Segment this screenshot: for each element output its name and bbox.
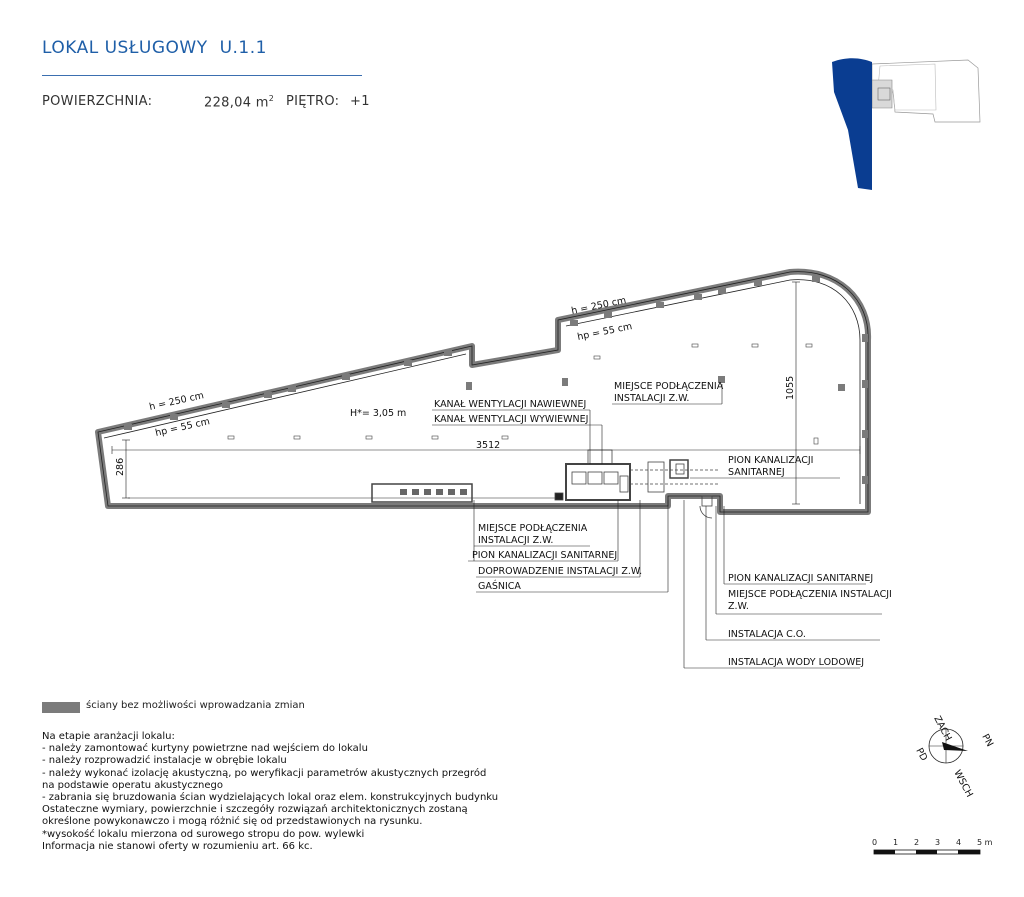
- label-instalacja-co: INSTALACJA C.O.: [728, 629, 806, 640]
- label-miejsce-zw-top-2: INSTALACJI Z.W.: [614, 393, 689, 404]
- compass-needle: [942, 742, 968, 751]
- ceiling-fixtures: [227, 343, 819, 445]
- unit-code: U.1.1: [219, 38, 267, 58]
- area-value-text: 228,04 m: [204, 95, 269, 111]
- compass: ZACH PN WSCH PD: [913, 714, 995, 799]
- label-miejsce-zw-top-1: MIEJSCE PODŁĄCZENIA: [614, 381, 724, 392]
- label-miejsce-zw-bottom-2: INSTALACJI Z.W.: [478, 535, 553, 546]
- scale-tick-0: 0: [872, 838, 878, 847]
- zw-connection-marker: [718, 376, 725, 383]
- label-pion-kan-right: PION KANALIZACJI SANITARNEJ: [728, 573, 873, 584]
- label-pion-kan-top-2: SANITARNEJ: [728, 467, 785, 478]
- scale-tick-5: 5 m: [977, 838, 993, 847]
- height-note-right-hp: hp = 55 cm: [576, 321, 633, 343]
- dimension-lines: [111, 281, 861, 505]
- label-kanal-wywiewny: KANAŁ WENTYLACJI WYWIEWNEJ: [434, 414, 588, 425]
- scale-tick-1: 1: [893, 838, 899, 847]
- services-core: [554, 449, 720, 519]
- label-pion-kan-bottom: PION KANALIZACJI SANITARNEJ: [472, 550, 617, 561]
- note-line: - należy rozprowadzić instalacje w obręb…: [42, 755, 287, 767]
- note-line: Na etapie aranżacji lokalu:: [42, 731, 175, 742]
- column-marker: [838, 384, 845, 391]
- label-miejsce-zw-bottom-1: MIEJSCE PODŁĄCZENIA: [478, 523, 588, 534]
- page-title: LOKAL USŁUGOWY U.1.1: [42, 38, 267, 58]
- bench: [371, 483, 473, 503]
- compass-north: ZACH: [931, 714, 953, 743]
- legend-wall-swatch: [42, 702, 80, 713]
- dim-width-left: 286: [115, 458, 126, 476]
- floor-value: +1: [350, 94, 370, 109]
- note-line: - zabrania się bruzdowania ścian wydziel…: [42, 792, 499, 804]
- note-line: Informacja nie stanowi oferty w rozumien…: [42, 840, 313, 852]
- label-instalacja-wody: INSTALACJA WODY LODOWEJ: [728, 657, 864, 668]
- title-divider: [42, 75, 362, 76]
- label-miejsce-right-2: Z.W.: [728, 601, 749, 612]
- dim-depth-right: 1055: [785, 376, 796, 400]
- note-line: określone powykonawczo i mogą różnić się…: [42, 816, 423, 828]
- compass-west: PD: [913, 746, 929, 763]
- scale-tick-3: 3: [935, 838, 941, 847]
- note-line: na podstawie operatu akustycznego: [42, 779, 224, 791]
- area-unit-sup: 2: [268, 94, 275, 103]
- note-line: - należy wykonać izolację akustyczną, po…: [42, 767, 487, 779]
- scale-bar: [873, 849, 981, 855]
- legend-wall-text: ściany bez możliwości wprowadzania zmian: [86, 700, 305, 711]
- note-line: - należy zamontować kurtyny powietrzne n…: [42, 743, 368, 755]
- area-value: 228,04 m2: [204, 94, 274, 110]
- window-mullions: [124, 276, 868, 484]
- compass-east: PN: [979, 732, 995, 749]
- room-height: H*= 3,05 m: [350, 408, 406, 419]
- label-doprowadzenie: DOPROWADZENIE INSTALACJI Z.W.: [478, 566, 642, 577]
- notes: Na etapie aranżacji lokalu: - należy zam…: [42, 731, 502, 853]
- compass-south: WSCH: [951, 768, 974, 799]
- label-gasnica: GAŚNICA: [478, 580, 521, 592]
- leader-lines: [432, 384, 882, 669]
- note-line: Ostateczne wymiary, powierzchnie i szcze…: [42, 804, 468, 816]
- title-text: LOKAL USŁUGOWY: [42, 38, 208, 58]
- scale-tick-2: 2: [914, 838, 920, 847]
- scale-tick-4: 4: [956, 838, 962, 847]
- note-line: *wysokość lokalu mierzona od surowego st…: [42, 828, 365, 840]
- label-pion-kan-top-1: PION KANALIZACJI: [728, 455, 813, 466]
- floor-label: PIĘTRO:: [286, 94, 340, 109]
- area-label: POWIERZCHNIA:: [42, 94, 153, 109]
- label-kanal-nawiewny: KANAŁ WENTYLACJI NAWIEWNEJ: [434, 399, 586, 410]
- key-plan: [832, 58, 981, 190]
- label-miejsce-right-1: MIEJSCE PODŁĄCZENIA INSTALACJI: [728, 589, 892, 600]
- dim-length: 3512: [476, 440, 500, 451]
- unit-highlight: [832, 58, 872, 190]
